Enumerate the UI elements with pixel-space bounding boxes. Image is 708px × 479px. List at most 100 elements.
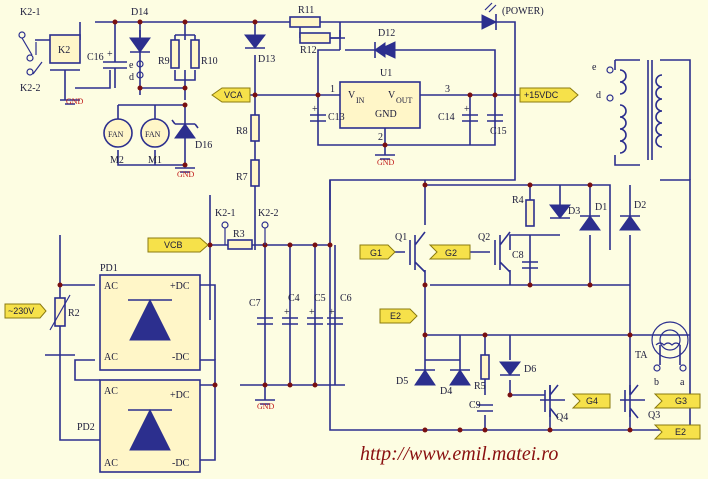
resistors-r9-r10: R9 R10 <box>158 34 218 81</box>
gnd-label: GND <box>177 170 195 179</box>
svg-text:D3: D3 <box>568 206 580 217</box>
svg-text:D12: D12 <box>378 28 395 39</box>
current-transformer-ta: TA b a <box>635 321 689 388</box>
svg-text:1: 1 <box>330 84 335 95</box>
svg-text:FAN: FAN <box>108 130 124 139</box>
tag-g3: G3 <box>653 393 701 409</box>
svg-text:+: + <box>284 307 290 318</box>
svg-text:R12: R12 <box>300 45 317 56</box>
svg-text:PD2: PD2 <box>77 422 95 433</box>
svg-text:2: 2 <box>378 132 383 143</box>
svg-text:AC: AC <box>104 281 118 292</box>
svg-text:G2: G2 <box>445 248 457 258</box>
transistors-q1-q2: Q1 Q2 <box>395 231 511 273</box>
svg-text:M2: M2 <box>110 155 124 166</box>
varistor-r2: R2 <box>49 294 80 331</box>
tag-e2-bottom: E2 <box>653 424 701 440</box>
capacitor-c8: C8 <box>512 250 538 269</box>
svg-text:FAN: FAN <box>145 130 161 139</box>
svg-text:+DC: +DC <box>170 281 190 292</box>
svg-text:VCA: VCA <box>224 90 243 100</box>
svg-text:R4: R4 <box>512 195 524 206</box>
svg-text:IN: IN <box>356 96 365 105</box>
svg-text:C6: C6 <box>340 293 352 304</box>
svg-text:-DC: -DC <box>172 458 190 469</box>
resistors-r8-r7: R8 R7 <box>236 114 260 187</box>
gnd-label: GND <box>257 402 275 411</box>
svg-text:R8: R8 <box>236 126 248 137</box>
svg-text:+15VDC: +15VDC <box>524 90 559 100</box>
svg-text:PD1: PD1 <box>100 263 118 274</box>
svg-text:b: b <box>654 377 659 388</box>
svg-text:OUT: OUT <box>396 96 413 105</box>
svg-text:R7: R7 <box>236 172 248 183</box>
svg-text:V: V <box>388 90 396 101</box>
svg-text:-DC: -DC <box>172 352 190 363</box>
svg-text:D1: D1 <box>595 202 607 213</box>
gnd-label: GND <box>377 158 395 167</box>
svg-text:K2-1: K2-1 <box>215 208 236 219</box>
svg-text:AC: AC <box>104 386 118 397</box>
tag-g2: G2 <box>428 244 471 260</box>
svg-text:D13: D13 <box>258 54 275 65</box>
svg-text:R11: R11 <box>298 5 314 16</box>
svg-text:d: d <box>596 90 601 101</box>
svg-text:AC: AC <box>104 352 118 363</box>
ground-labels: GND GND GND GND <box>60 97 395 411</box>
svg-text:R9: R9 <box>158 56 170 67</box>
k2-1-top-label: K2-1 <box>20 7 41 18</box>
capacitor-c16: + C16 <box>87 40 127 88</box>
junctions <box>57 19 633 433</box>
svg-text:Q1: Q1 <box>395 232 407 243</box>
svg-text:M1: M1 <box>148 155 162 166</box>
diode-d14: D14 e d <box>129 7 151 83</box>
svg-text:C8: C8 <box>512 250 524 261</box>
svg-text:D16: D16 <box>195 140 212 151</box>
capacitors-dc-bus: + + + C7 C4 C5 C6 <box>249 293 352 325</box>
svg-text:R10: R10 <box>201 56 218 67</box>
svg-text:C9: C9 <box>469 400 481 411</box>
svg-text:+: + <box>329 307 335 318</box>
svg-text:D5: D5 <box>396 376 408 387</box>
svg-text:GND: GND <box>375 109 397 120</box>
svg-text:E2: E2 <box>675 427 686 437</box>
relay-k2: K2 K2-1 K2-2 <box>18 7 81 94</box>
svg-text:Q3: Q3 <box>648 410 660 421</box>
power-led: (POWER) <box>481 2 544 30</box>
svg-text:E2: E2 <box>390 311 401 321</box>
svg-text:C5: C5 <box>314 293 326 304</box>
diode-d12: D12 <box>345 28 420 59</box>
fans: FAN FAN M2 M1 <box>103 118 170 166</box>
svg-text:Q4: Q4 <box>556 412 568 423</box>
k2-label: K2 <box>58 45 70 56</box>
bridge-pd1: AC AC +DC -DC PD1 <box>99 263 201 371</box>
svg-text:G4: G4 <box>586 396 598 406</box>
tag-vcb: VCB <box>147 237 209 253</box>
svg-text:e: e <box>592 62 597 73</box>
svg-text:VCB: VCB <box>164 240 183 250</box>
svg-text:+: + <box>309 307 315 318</box>
svg-text:R3: R3 <box>233 229 245 240</box>
gnd-label: GND <box>66 97 84 106</box>
gate-network: R5 C9 D6 <box>469 354 536 412</box>
power-label: (POWER) <box>502 6 544 17</box>
svg-text:D6: D6 <box>524 364 536 375</box>
svg-text:C14: C14 <box>438 112 455 123</box>
transformer: e d <box>592 60 663 160</box>
snubber-r4-d3: R4 D3 D1 D2 <box>512 195 646 231</box>
svg-text:D2: D2 <box>634 200 646 211</box>
website-url: http://www.emil.matei.ro <box>360 443 558 465</box>
svg-text:V: V <box>348 90 356 101</box>
svg-text:C16: C16 <box>87 52 104 63</box>
diode-d13: D13 <box>243 34 275 65</box>
svg-text:+: + <box>312 104 318 115</box>
resistors-r11-r12: R11 R12 <box>289 5 331 56</box>
svg-text:AC: AC <box>104 458 118 469</box>
svg-text:+DC: +DC <box>170 390 190 401</box>
svg-text:D4: D4 <box>440 386 452 397</box>
tag-g4: G4 <box>571 393 611 409</box>
svg-text:TA: TA <box>635 350 648 361</box>
k2-2-top-label: K2-2 <box>20 83 41 94</box>
diodes-d5-d4: D5 D4 <box>396 369 471 397</box>
